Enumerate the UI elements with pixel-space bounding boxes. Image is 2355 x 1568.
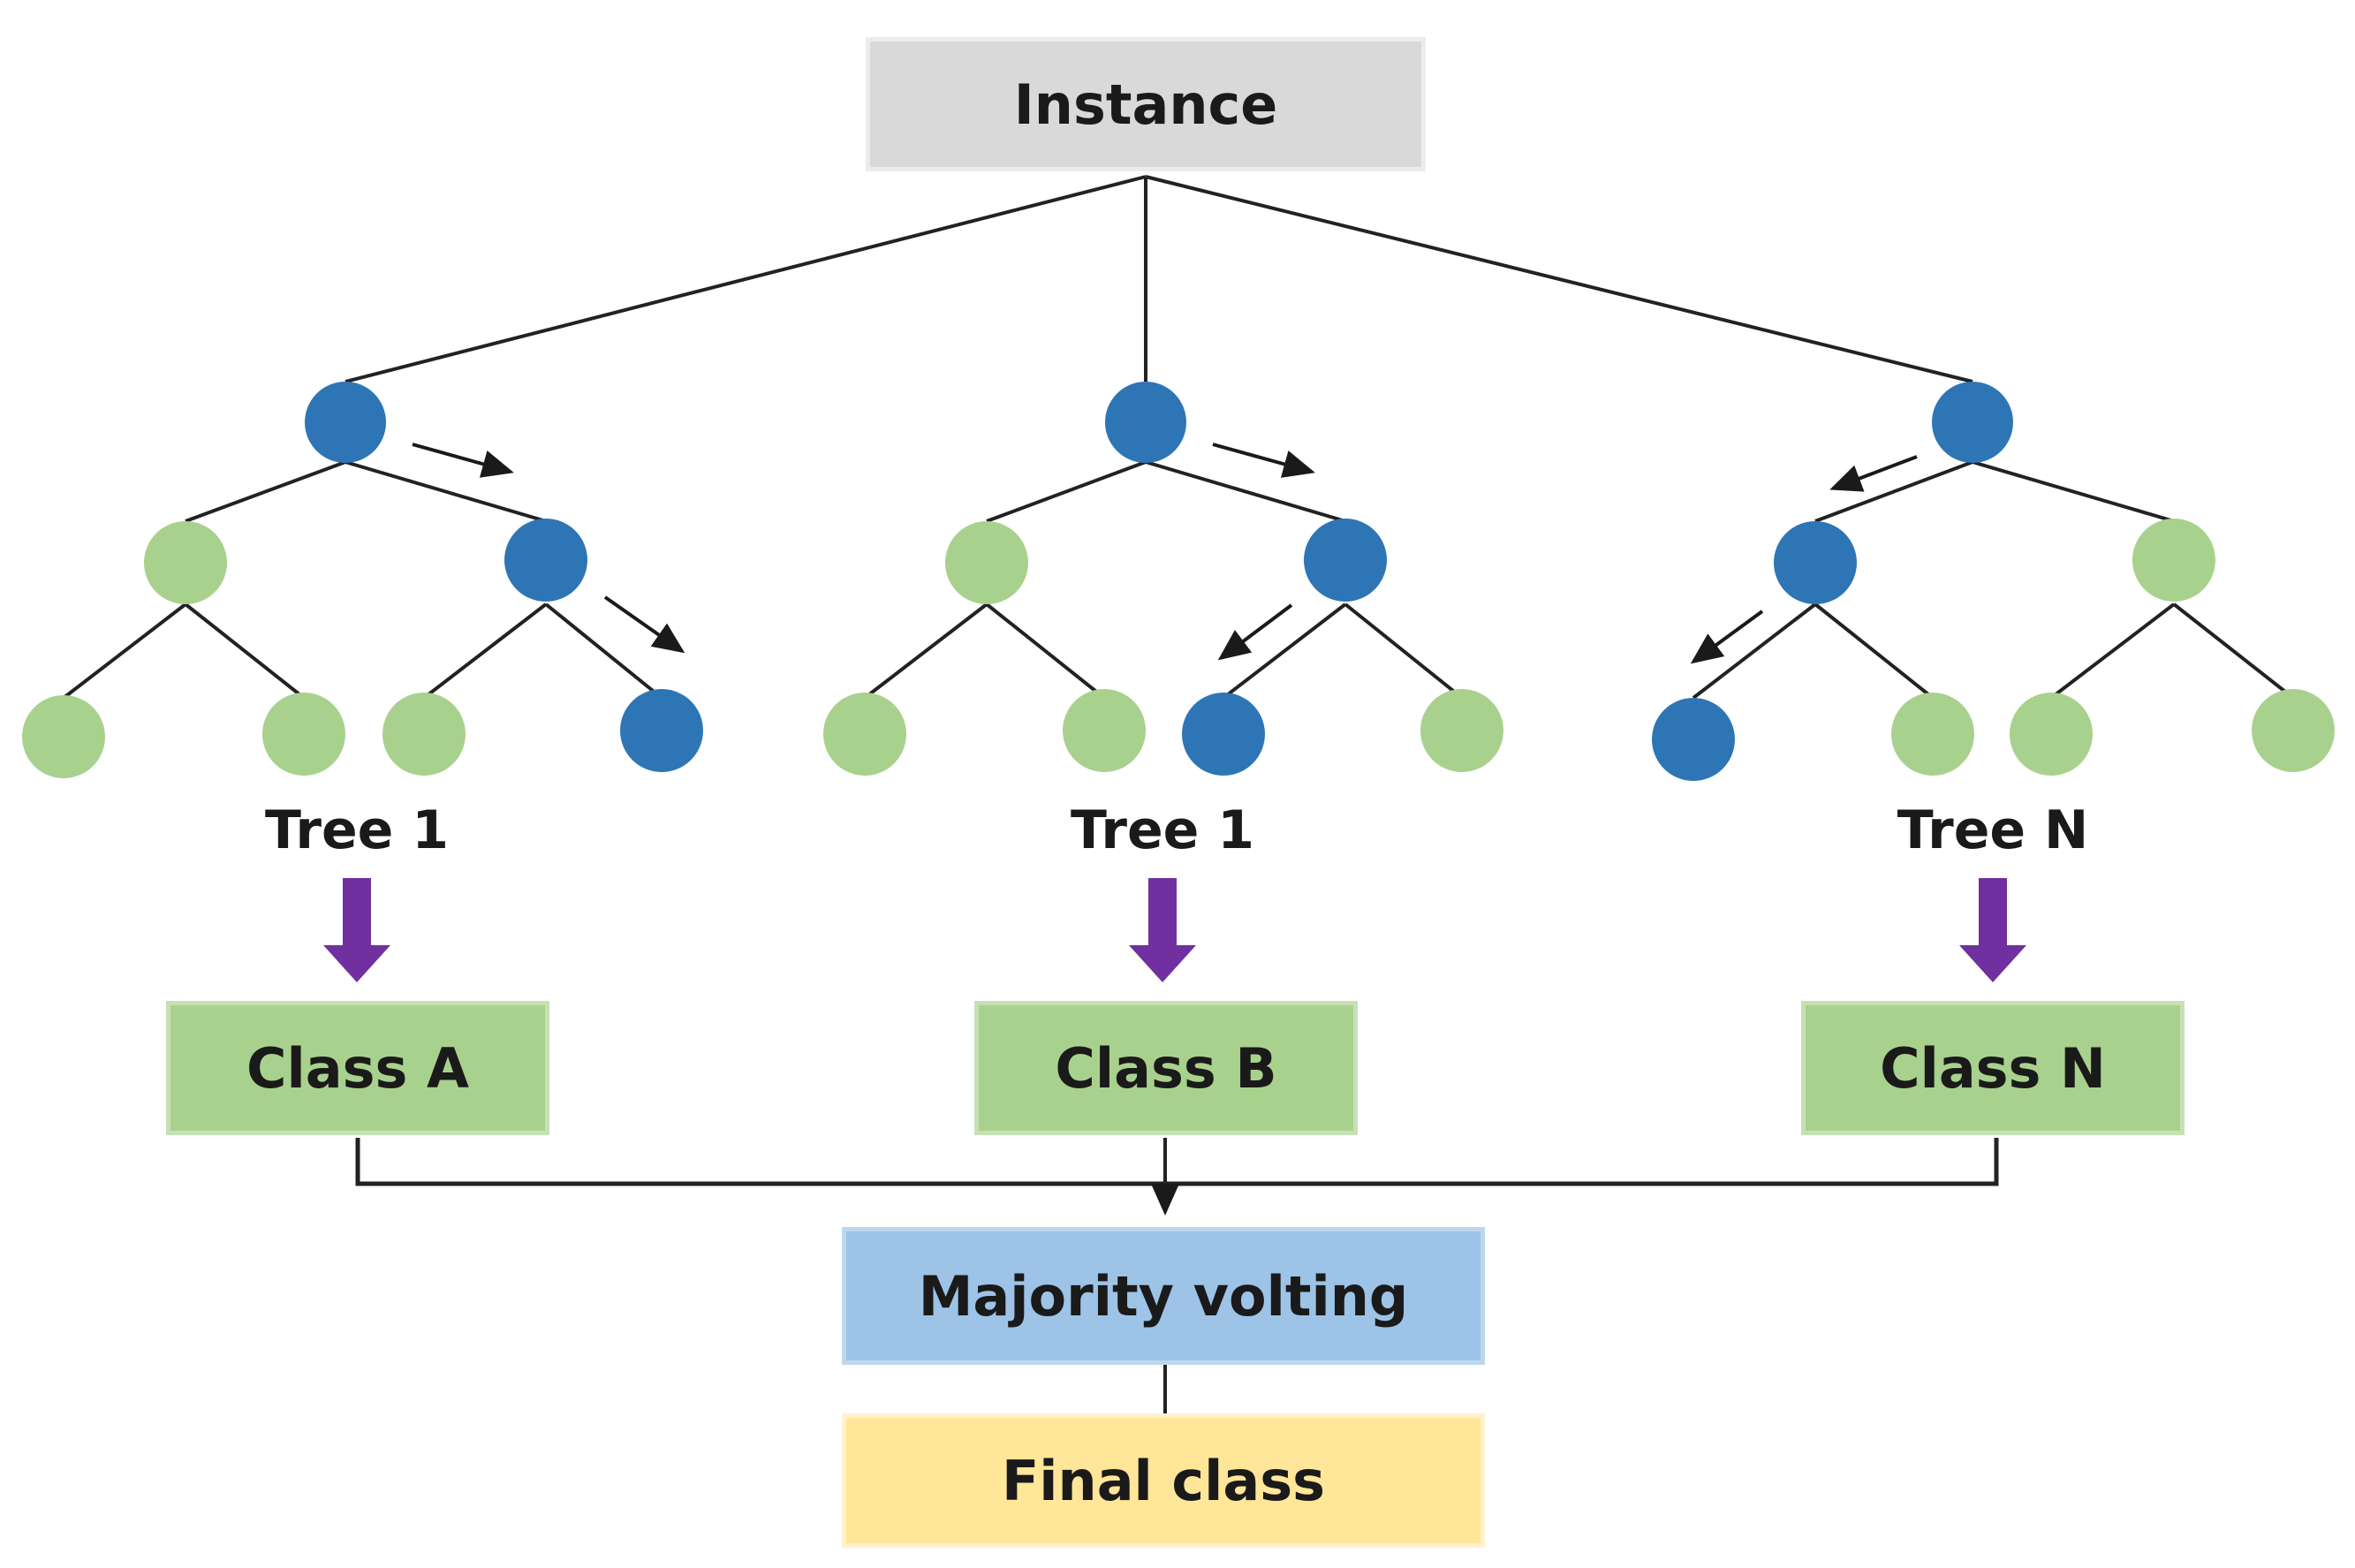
tree-node xyxy=(1105,382,1186,463)
tree-node xyxy=(1774,521,1857,604)
class-n-label: Class N xyxy=(1880,1035,2106,1101)
class-b-box: Class B xyxy=(974,1001,1358,1135)
instance-to-treeN-line xyxy=(1145,175,1973,383)
tree-node xyxy=(823,693,906,776)
final-class-box: Final class xyxy=(842,1413,1485,1548)
tree-node xyxy=(1932,382,2013,463)
vote-arrows xyxy=(323,878,2026,982)
aggregation-connectors xyxy=(355,1138,1999,1413)
tree-n xyxy=(1652,382,2335,781)
tree-n-label: Tree N xyxy=(1897,799,2089,861)
tree-node xyxy=(1652,698,1735,781)
tree-node xyxy=(382,693,466,776)
tree-node xyxy=(22,695,105,778)
tree-node xyxy=(1182,693,1265,776)
class-n-box: Class N xyxy=(1801,1001,2185,1135)
tree-node xyxy=(504,519,587,602)
class-a-box: Class A xyxy=(166,1001,549,1135)
tree-node xyxy=(2010,693,2093,776)
tree-node xyxy=(2252,689,2335,772)
tree-1 xyxy=(22,382,703,778)
vote-arrow-tree-n xyxy=(1959,878,2026,982)
tree-node xyxy=(620,689,703,772)
tree-node xyxy=(2132,519,2215,602)
instance-label: Instance xyxy=(1013,72,1278,137)
instance-connectors xyxy=(345,175,1973,383)
class-a-label: Class A xyxy=(246,1035,469,1101)
vote-arrow-tree-1 xyxy=(323,878,390,982)
tree-2 xyxy=(823,382,1503,776)
instance-to-tree1-line xyxy=(345,175,1147,383)
tree-2-label: Tree 1 xyxy=(1071,799,1254,861)
instance-box: Instance xyxy=(866,37,1426,171)
class-b-label: Class B xyxy=(1055,1035,1277,1101)
tree-1-label: Tree 1 xyxy=(265,799,449,861)
tree-node xyxy=(305,382,386,463)
vote-arrow-tree-2 xyxy=(1129,878,1196,982)
decision-path-arrows xyxy=(1212,443,1315,661)
majority-voting-label: Majority volting xyxy=(918,1263,1409,1329)
tree-node xyxy=(144,521,227,604)
tree-node xyxy=(945,521,1028,604)
tree-node xyxy=(262,693,345,776)
tree-node xyxy=(1304,519,1387,602)
tree-node xyxy=(1063,689,1146,772)
majority-voting-box: Majority volting xyxy=(842,1227,1485,1365)
final-class-label: Final class xyxy=(1001,1448,1326,1513)
tree-node xyxy=(1420,689,1503,772)
tree-node xyxy=(1891,693,1974,776)
decision-path-arrows xyxy=(1690,455,1918,664)
decision-path-arrows xyxy=(412,443,685,654)
